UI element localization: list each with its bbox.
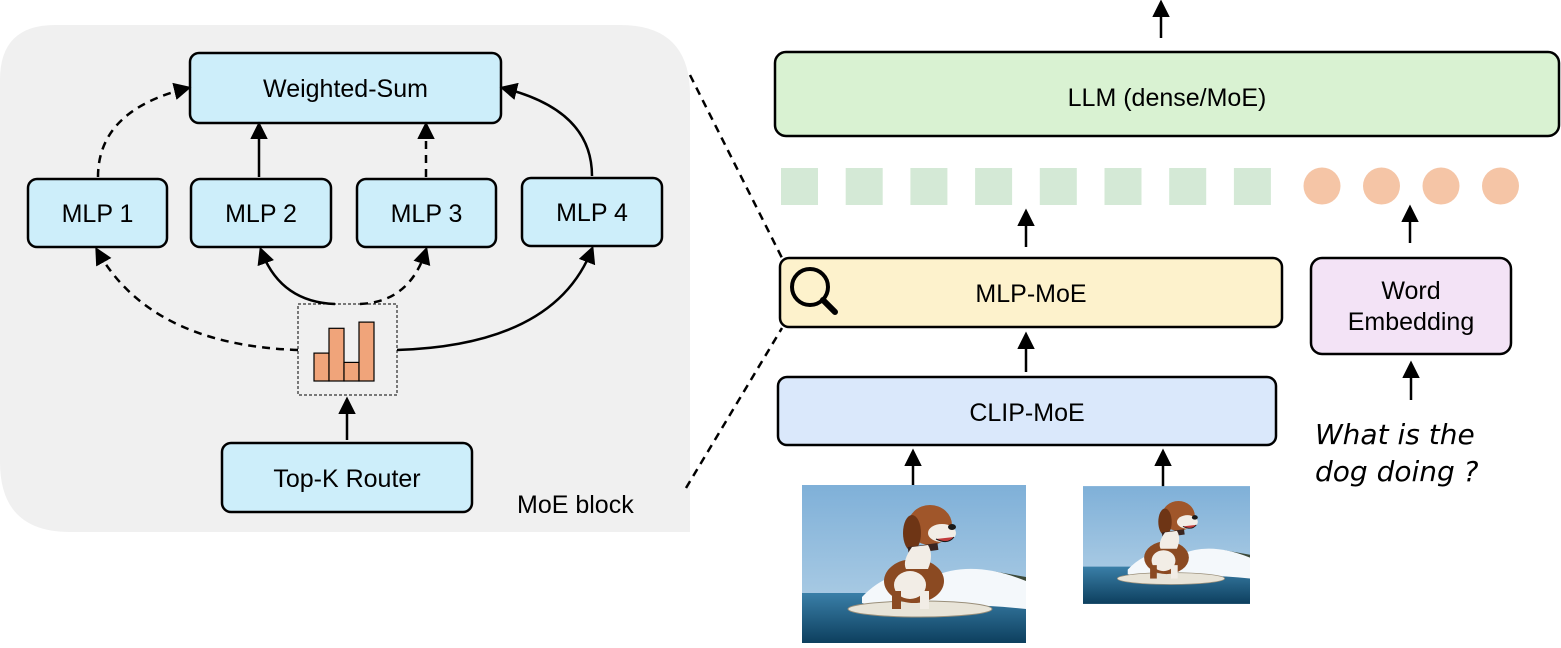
- question-text-line1: What is the: [1315, 418, 1475, 451]
- moe-block-label: MoE block: [517, 491, 634, 519]
- arrow-router-to-mlp4: [396, 245, 596, 352]
- visual-token: [910, 168, 948, 205]
- expert-mlp-3: MLP 3: [355, 177, 498, 249]
- visual-token: [1233, 168, 1271, 205]
- visual-token: [781, 168, 818, 205]
- visual-token: [1169, 168, 1207, 205]
- router-score-bar: [313, 352, 330, 382]
- llm-box: LLM (dense/MoE): [773, 50, 1561, 138]
- question-text-line2: dog doing ?: [1315, 455, 1479, 488]
- expert-mlp-1: MLP 1: [26, 177, 169, 249]
- dog-surfing-image-large: [802, 485, 1026, 643]
- visual-token: [975, 168, 1013, 205]
- router-score-bars: [313, 321, 375, 382]
- router-score-bar: [343, 361, 360, 382]
- router-score-bar: [358, 321, 375, 382]
- clip-moe-label: CLIP-MoE: [969, 399, 1084, 427]
- visual-token: [1104, 168, 1142, 205]
- expert-mlp-2-label: MLP 2: [225, 200, 297, 228]
- expert-mlp-4-label: MLP 4: [556, 199, 628, 227]
- zoom-line-bottom: [684, 327, 784, 489]
- expert-mlp-2: MLP 2: [189, 177, 333, 249]
- visual-token: [1039, 168, 1077, 205]
- word-embedding-box: Word Embedding: [1309, 256, 1513, 356]
- llm-label: LLM (dense/MoE): [1068, 84, 1267, 112]
- visual-token-row: [781, 168, 1271, 205]
- arrow-mlp4-to-sum: [499, 82, 594, 177]
- expert-mlp-1-label: MLP 1: [62, 200, 134, 228]
- expert-mlp-4: MLP 4: [520, 176, 664, 248]
- arrow-mlp1-to-sum: [96, 82, 192, 178]
- moe-block-panel: [0, 25, 690, 532]
- clip-moe-box: CLIP-MoE: [776, 375, 1278, 447]
- word-embedding-label-line1: Word: [1381, 277, 1440, 305]
- text-token: [1422, 167, 1460, 205]
- mlp-moe-label: MLP-MoE: [975, 280, 1086, 308]
- mlp-moe-box: MLP-MoE: [778, 256, 1284, 329]
- arrow-router-to-mlp1: [95, 246, 299, 352]
- visual-token: [845, 168, 883, 205]
- weighted-sum-box: Weighted-Sum: [188, 51, 503, 125]
- text-token: [1482, 167, 1519, 205]
- top-k-router-box: Top-K Router: [220, 441, 474, 514]
- text-token-row: [1303, 167, 1519, 205]
- magnifier-icon: [790, 267, 838, 315]
- zoom-line-top: [688, 74, 784, 259]
- word-embedding-label-line2: Embedding: [1348, 308, 1474, 336]
- dog-surfing-image-small: [1083, 486, 1250, 604]
- arrow-router-to-mlp3: [359, 246, 431, 306]
- text-token: [1363, 167, 1400, 205]
- top-k-router-label: Top-K Router: [273, 465, 420, 493]
- expert-mlp-3-label: MLP 3: [391, 200, 463, 228]
- arrow-router-to-mlp2: [257, 246, 336, 306]
- text-token: [1303, 167, 1341, 205]
- router-score-bar: [328, 327, 345, 382]
- weighted-sum-label: Weighted-Sum: [263, 75, 428, 103]
